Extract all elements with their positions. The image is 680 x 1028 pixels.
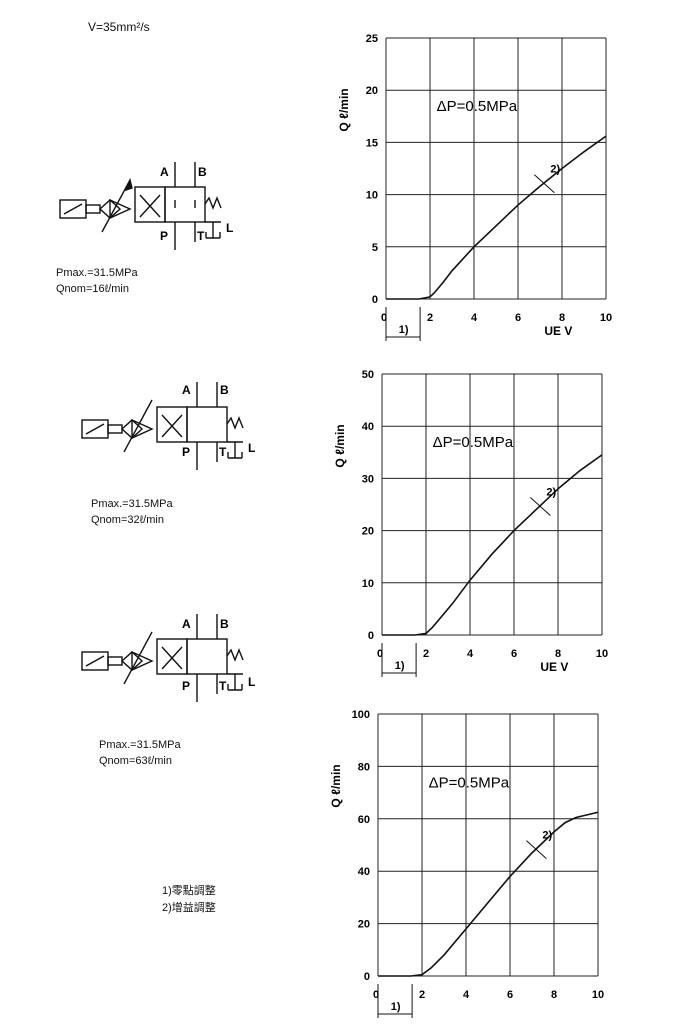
x-tick-label: 0 [377,648,383,660]
y-tick-label: 40 [358,866,370,878]
y-tick-label: 50 [362,369,374,381]
y-tick-label: 10 [366,190,378,202]
x-tick-label: 6 [515,312,521,324]
port-l-label: L [248,441,255,455]
note-gain-adjust: 2)增益調整 [162,902,216,914]
y-axis-label: Q ℓ/min [329,764,343,807]
y-tick-label: 0 [364,971,370,983]
delta-p-annotation: ΔP=0.5MPa [437,98,518,115]
viscosity-label: V=35mm²/s [88,20,150,34]
y-tick-label: 15 [366,137,378,149]
y-tick-label: 20 [362,526,374,538]
adjustment-notes: 1)零點調整 2)增益調整 [162,883,216,917]
port-b-label: B [198,165,207,179]
y-tick-label: 0 [368,630,374,642]
y-tick-label: 5 [372,242,378,254]
x-tick-label: 8 [555,648,561,660]
marker-2-arrow [530,497,551,516]
pmax-label: Pmax.=31.5MPa [99,739,181,751]
marker-1-label: 1) [391,1001,401,1013]
port-l-label: L [226,221,233,235]
port-l-label: L [248,675,255,689]
x-tick-label: 2 [419,989,425,1001]
x-tick-label: 10 [600,312,612,324]
valve-symbol-2: A B P T L [81,382,255,470]
x-tick-label: 0 [381,312,387,324]
port-p-label: P [182,445,190,459]
port-p-label: P [182,679,190,693]
x-tick-label: 8 [551,989,557,1001]
valve-symbol-3: A B P T L [81,614,255,702]
y-axis-label: Q ℓ/min [337,88,351,131]
port-t-label: T [219,679,227,693]
x-tick-label: 4 [467,648,474,660]
x-axis-label: UE V [540,660,568,674]
marker-1-label: 1) [399,324,409,336]
valve-spec-2: Pmax.=31.5MPa Qnom=32ℓ/min [91,496,173,528]
qnom-label: Qnom=32ℓ/min [91,514,164,526]
y-tick-label: 100 [352,709,370,721]
marker-2-label: 2) [542,830,552,842]
port-p-label: P [160,229,168,243]
flow-curve [382,454,603,636]
x-axis-label: UE V [544,324,572,338]
flow-curve [378,811,599,977]
x-tick-label: 2 [427,312,433,324]
qnom-label: Qnom=63ℓ/min [99,755,172,767]
delta-p-annotation: ΔP=0.5MPa [429,774,510,791]
flow-curve [386,135,607,300]
qnom-label: Qnom=16ℓ/min [56,283,129,295]
pmax-label: Pmax.=31.5MPa [56,267,138,279]
marker-2-arrow [526,840,547,860]
valve-spec-1: Pmax.=31.5MPa Qnom=16ℓ/min [56,265,138,297]
note-zero-adjust: 1)零點調整 [162,885,216,897]
pmax-label: Pmax.=31.5MPa [91,498,173,510]
x-tick-label: 0 [373,989,379,1001]
y-tick-label: 20 [366,85,378,97]
y-tick-label: 0 [372,294,378,306]
y-axis-label: Q ℓ/min [333,424,347,467]
y-tick-label: 80 [358,761,370,773]
port-a-label: A [182,383,191,397]
y-tick-label: 30 [362,473,374,485]
x-tick-label: 10 [596,648,608,660]
x-tick-label: 4 [463,989,470,1001]
x-tick-label: 2 [423,648,429,660]
port-t-label: T [219,445,227,459]
valve-symbol-1: A B P T L [59,162,233,250]
marker-2-label: 2) [550,164,560,176]
port-a-label: A [182,617,191,631]
y-tick-label: 20 [358,919,370,931]
x-tick-label: 6 [511,648,517,660]
y-tick-label: 25 [366,33,378,45]
marker-2-arrow [534,174,555,194]
port-b-label: B [220,383,229,397]
delta-p-annotation: ΔP=0.5MPa [433,434,514,451]
flow-chart-32: 0 10 20 30 40 50 0 2 4 6 8 10 Q ℓ/min UE V ΔP=0.5MPa 1)… [333,369,608,677]
port-t-label: T [197,229,205,243]
x-tick-label: 8 [559,312,565,324]
flow-chart-63: 0 20 40 60 80 100 0 2 4 6 8 10 Q ℓ/min ΔP=0.5MPa 1) 2) [329,709,604,1018]
marker-1-label: 1) [395,660,405,672]
port-a-label: A [160,165,169,179]
x-tick-label: 10 [592,989,604,1001]
valve-spec-3: Pmax.=31.5MPa Qnom=63ℓ/min [99,737,181,769]
y-tick-label: 40 [362,421,374,433]
x-tick-label: 4 [471,312,478,324]
port-b-label: B [220,617,229,631]
marker-2-label: 2) [546,487,556,499]
y-tick-label: 60 [358,814,370,826]
x-tick-label: 6 [507,989,513,1001]
flow-chart-16: 0 5 10 15 20 25 0 2 4 6 8 10 Q ℓ/min UE V ΔP=0.5MPa 1) 2… [337,33,612,341]
y-tick-label: 10 [362,578,374,590]
